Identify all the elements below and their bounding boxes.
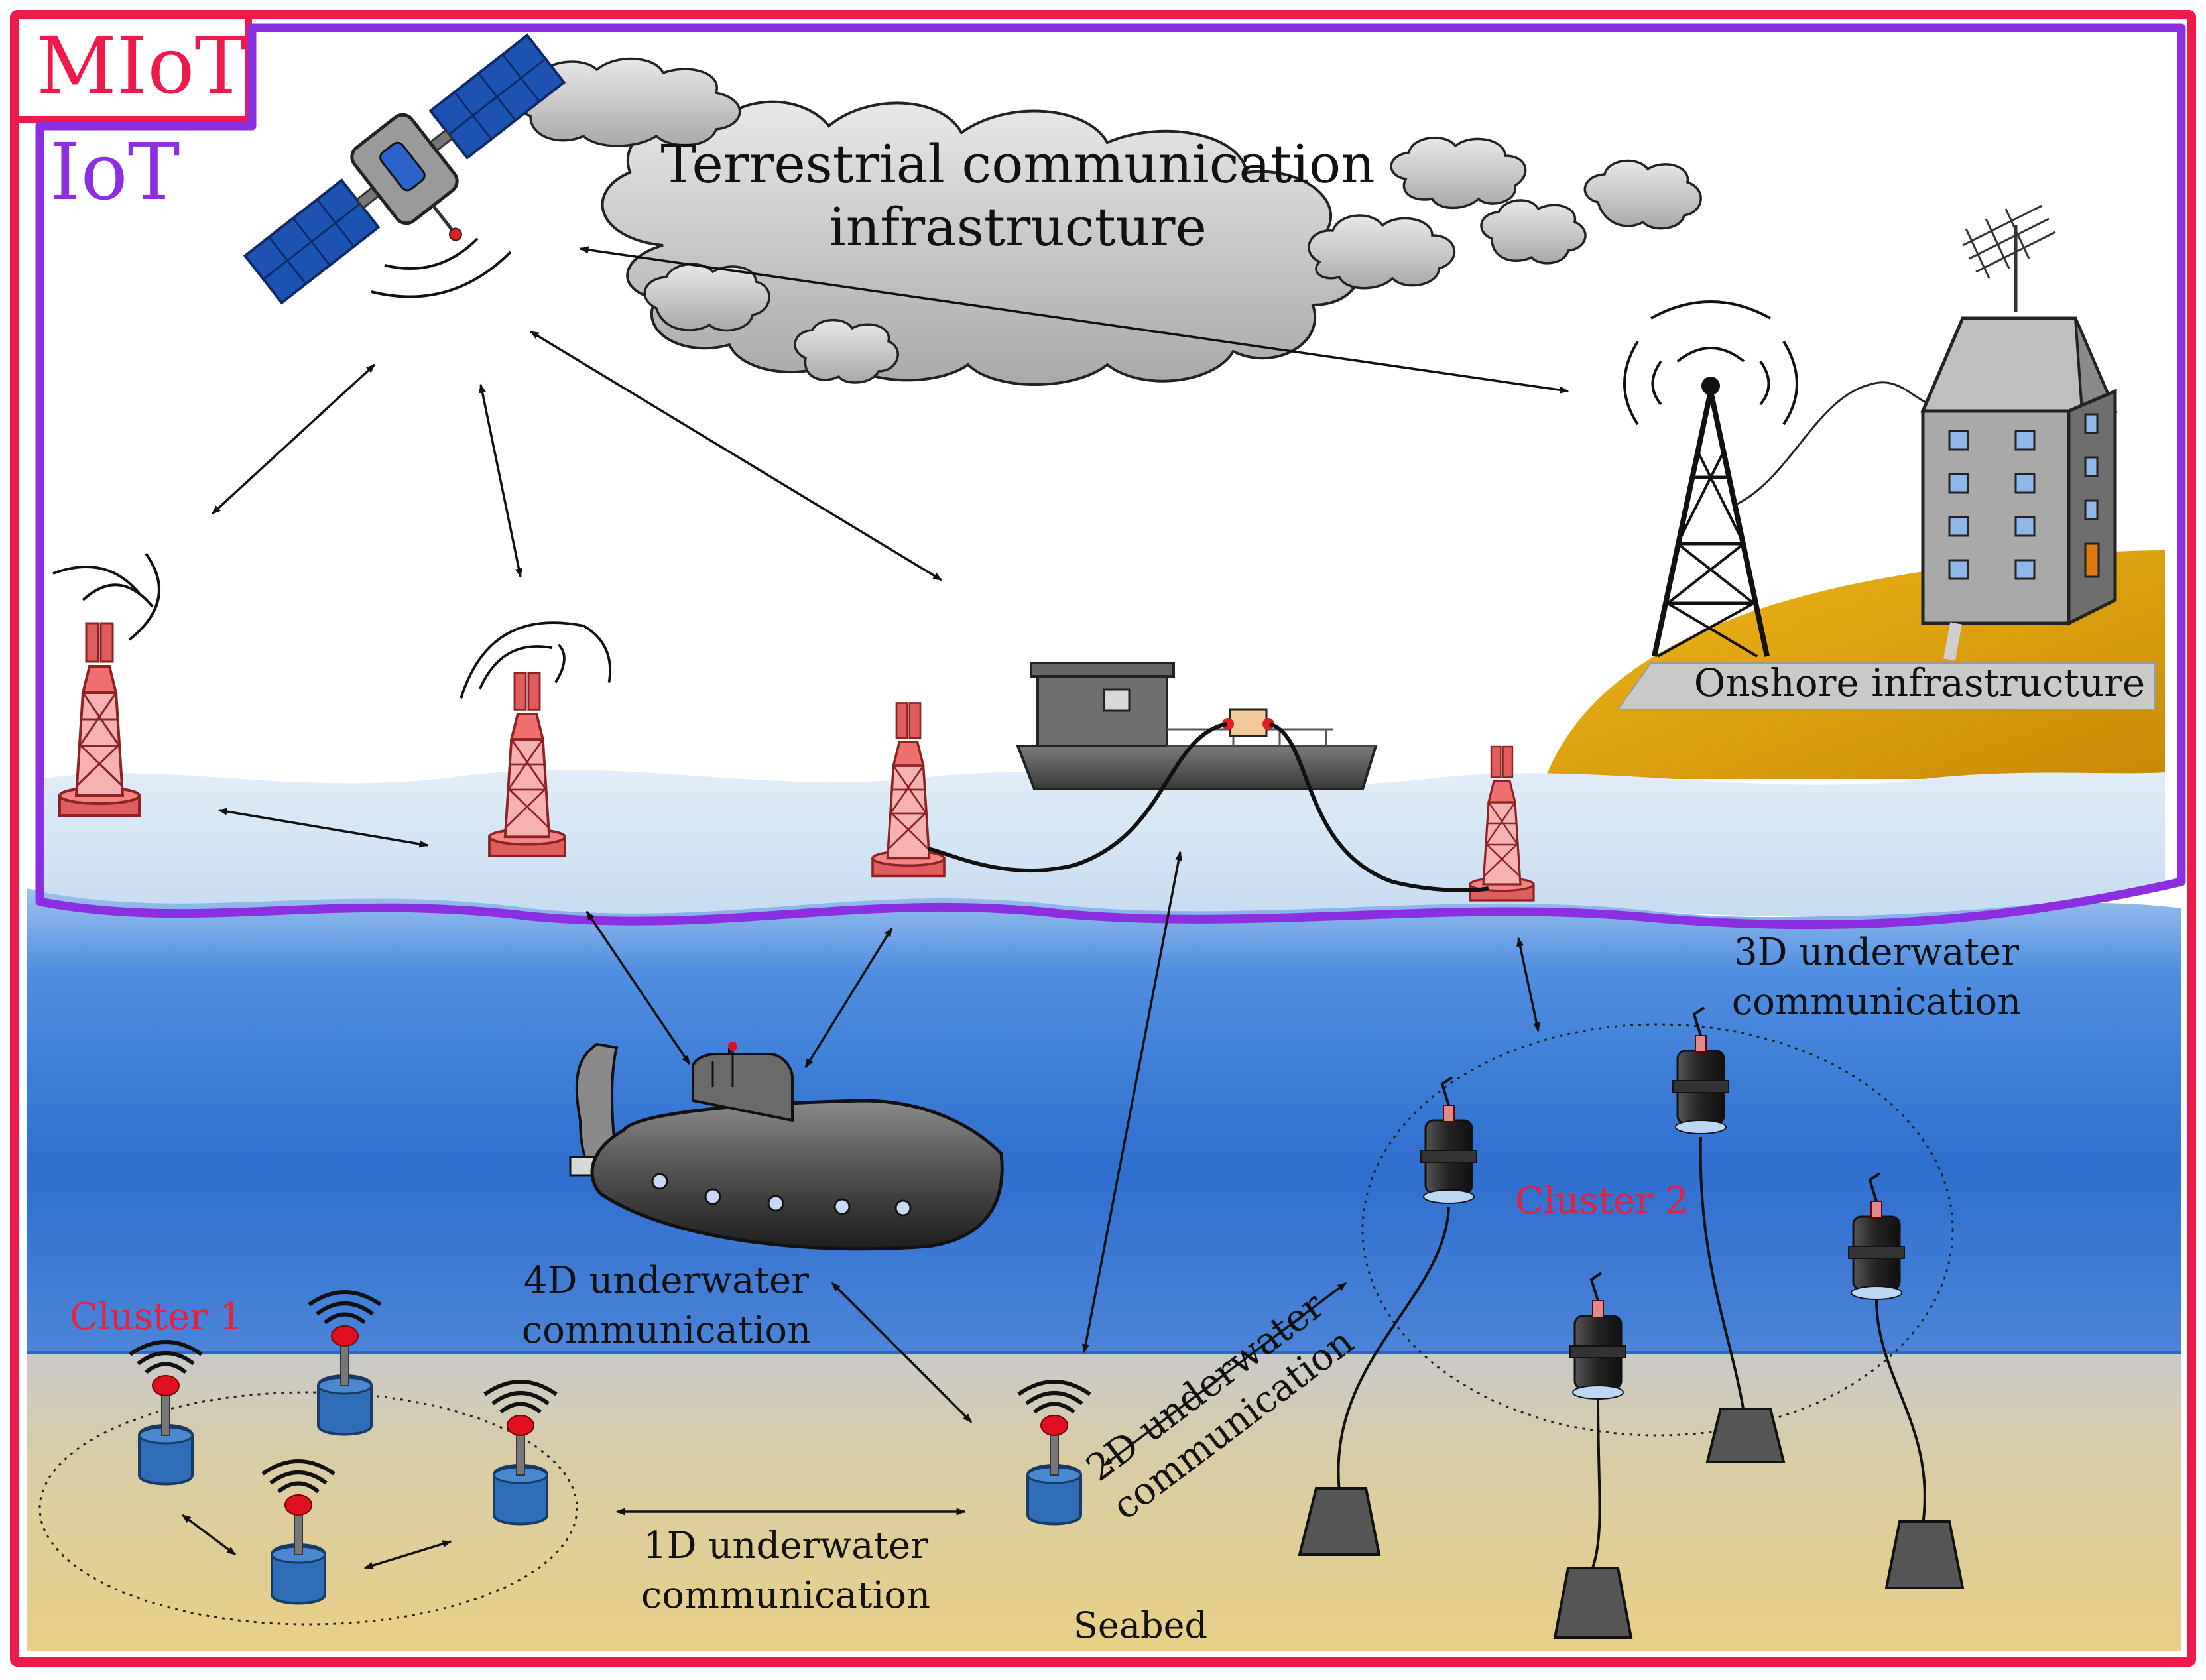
cluster1-label: Cluster 1: [70, 1295, 243, 1339]
comm1d-label-line2: communication: [641, 1574, 930, 1617]
sensor-node-2: [1672, 1006, 1729, 1134]
comm4d-label-line1: 4D underwater: [524, 1259, 809, 1302]
sensor-node-1: [1420, 1076, 1477, 1204]
anchor-weights: [1298, 1408, 1965, 1639]
miot-label: MIoT: [36, 20, 247, 111]
arrow-surface-sub-right: [804, 927, 893, 1069]
seabed-node-4: [483, 1380, 558, 1526]
comm3d-label-line1: 3D underwater: [1734, 931, 2019, 974]
seabed-label: Seabed: [1073, 1604, 1207, 1646]
comm3d-label-line2: communication: [1732, 981, 2021, 1024]
ship-icon: [1016, 662, 1378, 790]
surface-water: [40, 770, 2165, 917]
seabed-node-3: [261, 1459, 336, 1605]
arrow-ship-node5: [1081, 851, 1183, 1354]
cluster2-label: Cluster 2: [1515, 1179, 1688, 1223]
arrow-sub-node5: [831, 1282, 973, 1423]
onshore-road: [1943, 622, 1962, 661]
arrow-node5-cluster2: [1103, 1282, 1347, 1467]
arrow-surface-sub-left: [585, 910, 691, 1065]
onshore-label-band: [1617, 662, 2156, 710]
cell-tower-icon: [1623, 300, 1798, 658]
sensor-node-4: [1569, 1272, 1626, 1400]
arrow-sat-buoy1: [211, 363, 376, 515]
buoy-1: [52, 552, 160, 817]
arrow-node1-node3: [181, 1514, 237, 1556]
miot-border: [10, 10, 2196, 1667]
cable-ship-buoy4: [1269, 722, 1489, 892]
iot-label: IoT: [50, 126, 180, 217]
cloud-small-7: [1583, 159, 1702, 230]
arrow-sat-buoy2: [479, 383, 522, 578]
onshore-label: Onshore infrastructure: [1694, 660, 2145, 705]
arrow-sat-onshore: [579, 246, 1569, 394]
building-icon: [1920, 204, 2118, 627]
cloud-label-line1: Terrestrial communication: [660, 133, 1375, 195]
seabed-node-2: [308, 1290, 382, 1436]
buoy-3: [871, 702, 946, 878]
cluster1-ellipse: [38, 1391, 578, 1626]
buoy-2: [460, 621, 611, 857]
mooring-lines: [1337, 1136, 1926, 1572]
seabed-node-5: [1017, 1380, 1091, 1526]
cloud-small-1: [512, 57, 741, 147]
cloud-label-line2: infrastructure: [829, 196, 1207, 258]
cluster2-ellipse: [1361, 1023, 1954, 1437]
seabed-node-1: [129, 1340, 203, 1486]
submarine-icon: [569, 1042, 1004, 1251]
comm1d-label-line1: 1D underwater: [643, 1524, 928, 1567]
arrow-node3-node4: [363, 1540, 452, 1569]
iot-border: [35, 23, 2186, 930]
link-arrows: [181, 246, 1569, 1569]
arrow-buoy1-buoy2: [217, 808, 429, 848]
arrow-buoy4-cluster2: [1516, 937, 1540, 1032]
sensor-node-3: [1848, 1172, 1905, 1300]
comm4d-label-line2: communication: [522, 1309, 811, 1352]
buoy-4: [1469, 745, 1535, 902]
satellite-icon: [243, 33, 566, 305]
arrow-sat-ship: [529, 330, 943, 581]
cloud-small-5: [1390, 137, 1527, 210]
